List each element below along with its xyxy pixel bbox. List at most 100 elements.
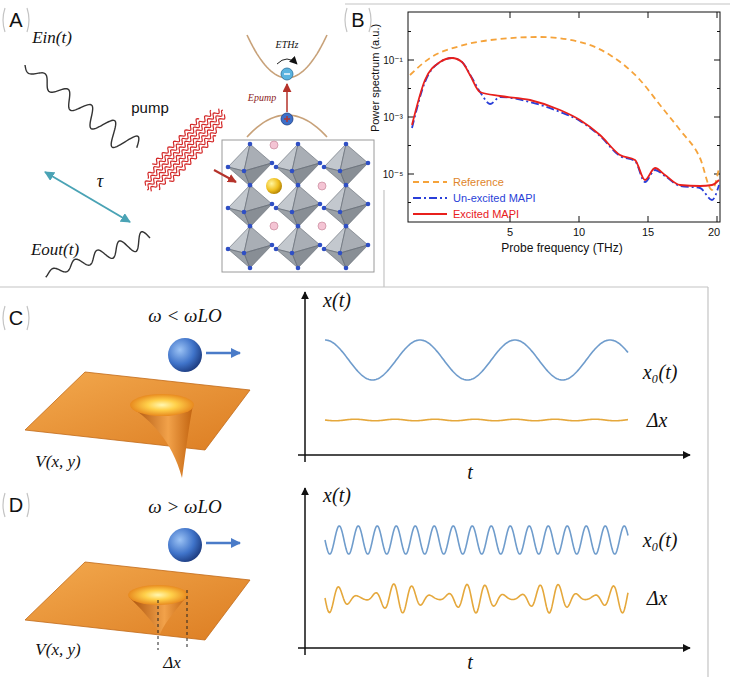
- octahedron: [340, 163, 368, 186]
- band-diagram: [247, 115, 327, 137]
- iodine-atom: [242, 169, 247, 174]
- pump-pulse: [152, 119, 199, 165]
- iodine-atom: [226, 247, 231, 252]
- tick: [648, 12, 649, 18]
- organic-cation: [270, 222, 278, 230]
- iodine-atom: [248, 142, 253, 147]
- crystal-box: [222, 140, 374, 272]
- legend-entry: Reference: [412, 176, 504, 188]
- thz-waves: [25, 65, 236, 277]
- time-trace: [325, 526, 628, 554]
- octahedron: [340, 204, 368, 227]
- tick: [717, 88, 720, 89]
- iodine-atom: [338, 169, 343, 174]
- potential-well: [168, 338, 202, 372]
- iodine-atom: [344, 224, 349, 229]
- potential-well: [158, 600, 159, 650]
- iodine-atom: [338, 251, 343, 256]
- iodine-atom: [296, 266, 301, 271]
- tick: [717, 216, 718, 222]
- pump-pulse: [169, 136, 216, 182]
- tick-label: 10⁻³: [383, 112, 403, 123]
- band-diagram: [281, 113, 293, 125]
- pump-pulse: [159, 121, 222, 189]
- panel-letter: C: [9, 307, 23, 329]
- iodine-atom: [248, 224, 253, 229]
- tick: [714, 117, 720, 118]
- time-trace: [325, 340, 628, 380]
- axis-label: t: [467, 461, 473, 483]
- tick-label: 10⁻¹: [383, 55, 403, 66]
- iodine-atom: [318, 161, 323, 166]
- iodine-atom: [322, 165, 327, 170]
- time-axes: [304, 488, 306, 655]
- field-label: Ein(t): [32, 29, 72, 48]
- tick: [648, 216, 649, 222]
- time-trace: [325, 584, 628, 613]
- tick: [579, 216, 580, 222]
- curve-label: x₀(t): [643, 529, 678, 551]
- potential-well: [206, 542, 240, 545]
- panel-frame: [707, 287, 708, 677]
- iodine-atom: [318, 202, 323, 207]
- legend-sample: [412, 193, 448, 203]
- curve-label: Δx: [647, 409, 668, 431]
- iodine-atom: [270, 243, 275, 248]
- legend-entry: Un-excited MAPI: [412, 192, 536, 204]
- tick-label: 10: [573, 226, 585, 238]
- legend-line: [413, 213, 447, 215]
- tick: [408, 88, 411, 89]
- band-diagram: [281, 68, 293, 80]
- potential-well: [187, 590, 188, 650]
- tick: [714, 60, 720, 61]
- thz-waves: [45, 172, 130, 222]
- time-axes: [298, 454, 690, 456]
- iodine-atom: [366, 161, 371, 166]
- band-diagram: [284, 73, 290, 74]
- octahedron: [244, 245, 272, 268]
- iodine-atom: [344, 183, 349, 188]
- panel-frame: [384, 286, 708, 287]
- iodine-atom: [296, 224, 301, 229]
- crystal-box: [222, 140, 374, 272]
- iodine-atom: [296, 183, 301, 188]
- iodine-atom: [226, 165, 231, 170]
- delay-label: τ: [97, 172, 103, 192]
- iodine-atom: [322, 247, 327, 252]
- pump-pulse: [147, 110, 223, 190]
- curve-label: Δx: [647, 587, 668, 609]
- tick: [510, 12, 511, 18]
- legend-sample: [412, 177, 448, 187]
- legend-sample: [412, 209, 448, 219]
- axis-title: Power spectrum (a.u.): [369, 24, 381, 132]
- panel-frame: [345, 3, 730, 4]
- panel-frame: [3, 493, 5, 517]
- octahedron: [292, 163, 320, 186]
- panel-letter: A: [9, 9, 22, 31]
- potential-label: V(x, y): [35, 641, 80, 660]
- legend-line: [413, 197, 447, 199]
- iodine-atom: [290, 251, 295, 256]
- tick-label: 15: [642, 226, 654, 238]
- energy-label: Epump: [248, 92, 276, 103]
- iodine-atom: [242, 210, 247, 215]
- iodine-atom: [366, 202, 371, 207]
- iodine-atom: [290, 169, 295, 174]
- tick: [579, 12, 580, 18]
- potential-well: [25, 338, 250, 478]
- pump-pulse: [151, 114, 225, 191]
- potential-well: [130, 394, 194, 416]
- iodine-atom: [338, 210, 343, 215]
- iodine-atom: [274, 247, 279, 252]
- tick-label: 5: [507, 226, 513, 238]
- time-axes: [298, 647, 690, 649]
- iodine-atom: [290, 210, 295, 215]
- tick: [408, 145, 411, 146]
- plot-frame: [408, 12, 720, 222]
- pump-pulse: [145, 109, 219, 186]
- panel-frame: [3, 8, 5, 32]
- iodine-atom: [344, 266, 349, 271]
- spectrum-curve: [412, 58, 719, 186]
- band-diagram: [286, 116, 287, 122]
- curve-label: x₀(t): [643, 361, 678, 383]
